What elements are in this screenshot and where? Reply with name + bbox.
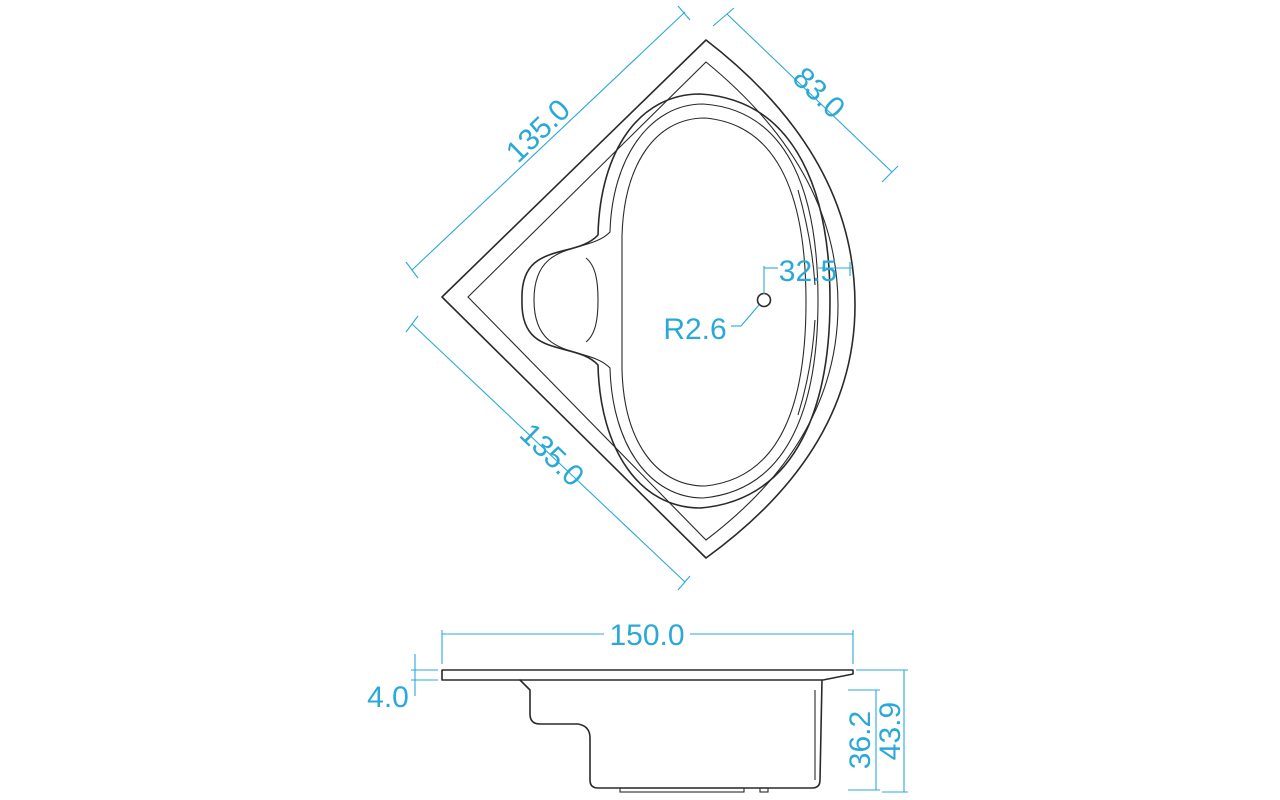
dimension-overall-length: 150.0 bbox=[441, 619, 854, 664]
side-groove-lower bbox=[797, 319, 816, 416]
seat-step-edge bbox=[585, 257, 599, 343]
side-foot-base bbox=[619, 787, 745, 793]
basin-inner-edge bbox=[533, 103, 819, 499]
dimension-drain-radius-label: R2.6 bbox=[663, 313, 726, 346]
dimension-overall-height: 43.9 bbox=[856, 669, 908, 793]
dimension-left-upper-label: 135.0 bbox=[500, 93, 577, 169]
side-groove-upper bbox=[797, 189, 816, 286]
top-view: 135.0 135.0 83.0 32.5 R2.6 bbox=[405, 5, 899, 591]
side-body-outline bbox=[519, 679, 823, 789]
dimension-corner-depth: 83.0 bbox=[712, 7, 899, 183]
dimension-drain-radius: R2.6 bbox=[663, 304, 760, 346]
dimension-left-lower: 135.0 bbox=[405, 315, 691, 591]
dimension-left-upper: 135.0 bbox=[405, 5, 691, 279]
tub-outer-outline bbox=[441, 39, 856, 559]
dimension-rim-thickness-label: 4.0 bbox=[367, 681, 409, 714]
drain-circle bbox=[756, 292, 772, 308]
dimension-inner-depth-label: 36.2 bbox=[844, 711, 877, 769]
basin-floor-edge bbox=[621, 117, 807, 487]
dimension-corner-depth-label: 83.0 bbox=[786, 61, 851, 125]
dimension-drain-offset-label: 32.5 bbox=[779, 255, 837, 288]
dimension-inner-depth: 36.2 bbox=[844, 689, 880, 791]
dimension-rim-thickness: 4.0 bbox=[367, 654, 438, 714]
dimension-drain-offset: 32.5 bbox=[763, 255, 852, 294]
dimension-overall-length-label: 150.0 bbox=[609, 619, 684, 652]
dimension-overall-height-label: 43.9 bbox=[874, 702, 907, 760]
side-drain-stub bbox=[759, 787, 769, 793]
side-view: 150.0 4.0 36.2 43.9 bbox=[367, 619, 908, 793]
basin-outer-edge bbox=[521, 93, 831, 509]
side-rim-outline bbox=[441, 669, 854, 681]
